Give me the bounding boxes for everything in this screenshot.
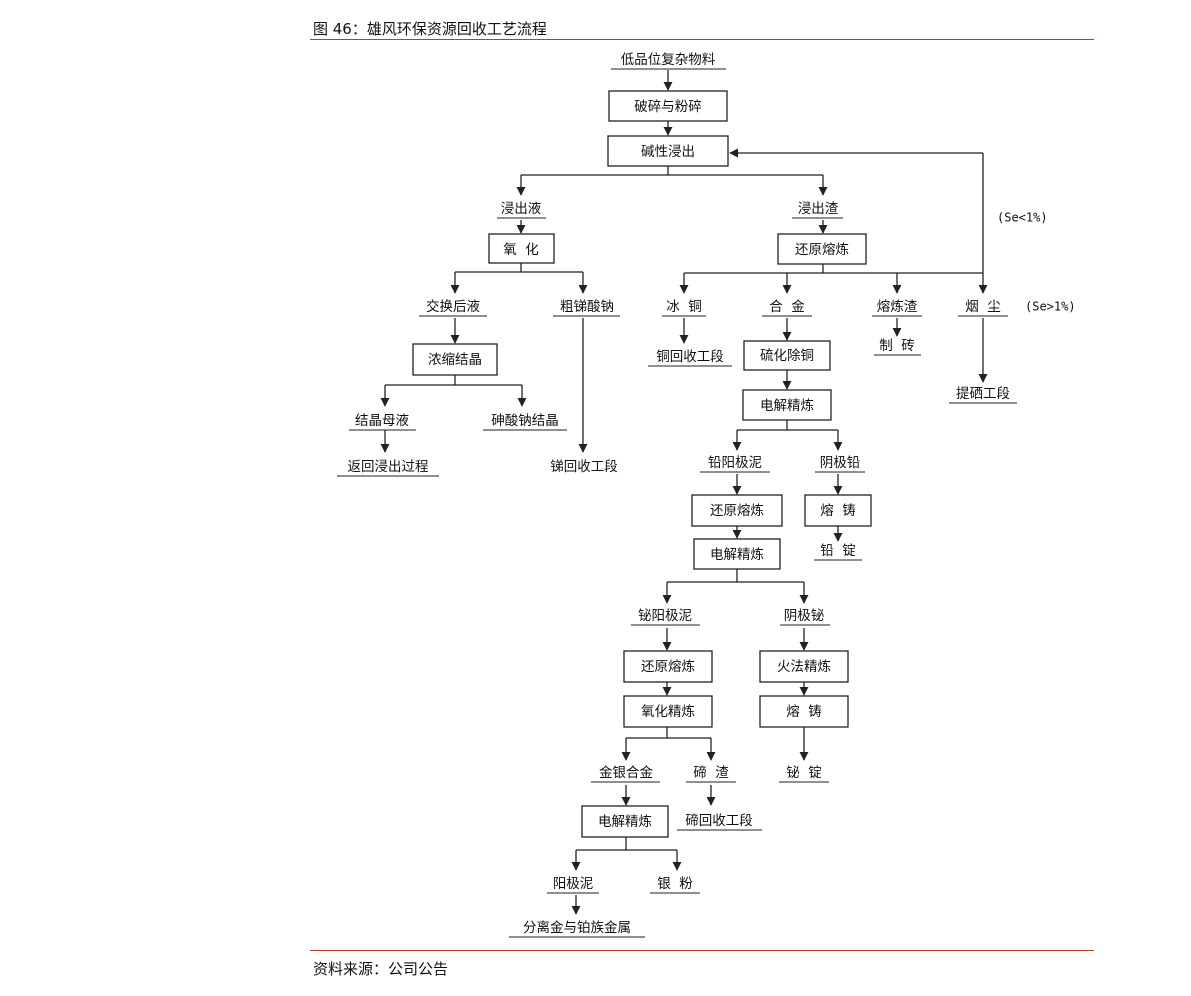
node-exchange-liquor: 交换后液: [426, 298, 480, 315]
top-divider: [310, 39, 1094, 40]
node-tellurium-slag: 碲 渣: [693, 764, 729, 781]
node-crush: 破碎与粉碎: [634, 99, 702, 115]
node-bismuth-anode-slime: 铋阳极泥: [638, 608, 692, 624]
annotation-se-high: (Se>1%): [1025, 300, 1076, 314]
node-concentrate-crystallize: 浓缩结晶: [428, 352, 482, 368]
node-slag: 熔炼渣: [877, 299, 918, 315]
box-melt-cast-2: [759, 695, 849, 728]
box-fire-refine: [759, 650, 849, 683]
box-electrorefine-2: [693, 538, 781, 570]
node-return-leach: 返回浸出过程: [348, 459, 429, 475]
node-brick: 制 砖: [879, 338, 915, 354]
node-fire-refine: 火法精炼: [777, 659, 831, 675]
node-copper-recovery: 铜回收工段: [656, 349, 724, 365]
node-reduction-smelt-3: 还原熔炼: [641, 659, 695, 675]
material-labels: 低品位复杂物料 浸出液 浸出渣 交换后液 粗锑酸钠 冰 铜 合 金 熔炼渣 烟 …: [337, 51, 1017, 938]
box-alkaline-leach: [607, 135, 729, 167]
node-lead-ingot: 铅 锭: [820, 543, 856, 559]
bottom-divider: [310, 950, 1094, 951]
node-alkaline-leach: 碱性浸出: [641, 144, 695, 160]
box-oxidation: [488, 233, 555, 264]
node-matte: 冰 铜: [666, 299, 702, 315]
node-dust: 烟 尘: [965, 299, 1001, 315]
node-feed: 低品位复杂物料: [621, 51, 716, 68]
box-electrorefine-1: [742, 389, 832, 421]
source-note: 资料来源：公司公告: [313, 960, 449, 978]
node-selenium-extract: 提硒工段: [956, 386, 1010, 402]
node-tellurium-recovery: 碲回收工段: [685, 812, 753, 829]
box-reduction-smelt-3: [623, 650, 713, 683]
node-alloy: 合 金: [769, 299, 805, 315]
node-reduction-smelt-1: 还原熔炼: [795, 242, 849, 258]
node-cathode-bismuth: 阴极铋: [784, 608, 825, 624]
box-oxidation-refine: [623, 695, 713, 728]
box-concentrate-crystallize: [412, 343, 498, 376]
node-melt-cast-1: 熔 铸: [820, 503, 856, 519]
node-electrorefine-1: 电解精炼: [760, 398, 814, 414]
node-leach-liquor: 浸出液: [501, 201, 542, 217]
node-oxidation-refine: 氧化精炼: [641, 704, 695, 720]
node-mother-liquor: 结晶母液: [355, 413, 409, 429]
node-antimony-recovery: 锑回收工段: [550, 459, 618, 475]
node-silver-powder: 银 粉: [657, 876, 693, 892]
node-cathode-lead: 阴极铅: [820, 455, 861, 471]
node-gold-pgm: 分离金与铂族金属: [523, 919, 631, 936]
node-sulfide-decopper: 硫化除铜: [760, 348, 814, 364]
box-electrorefine-3: [581, 805, 669, 838]
box-reduction-smelt-1: [777, 233, 867, 265]
box-reduction-smelt-2: [691, 494, 783, 527]
node-oxidation: 氧 化: [503, 242, 539, 258]
box-sulfide-decopper: [743, 340, 831, 371]
node-sodium-arsenate-crystal: 砷酸钠结晶: [491, 413, 559, 429]
node-gold-silver-alloy: 金银合金: [599, 765, 653, 781]
flow-connectors: [380, 70, 988, 915]
figure-title: 图 46：雄风环保资源回收工艺流程: [313, 20, 547, 38]
annotation-se-low: (Se<1%): [997, 211, 1048, 225]
box-melt-cast-1: [804, 494, 872, 527]
node-melt-cast-2: 熔 铸: [786, 704, 822, 720]
node-anode-slime: 阳极泥: [553, 876, 594, 892]
node-bismuth-ingot: 铋 锭: [786, 765, 822, 781]
node-electrorefine-3: 电解精炼: [598, 814, 652, 830]
node-crude-sodium-antimonate: 粗锑酸钠: [560, 299, 614, 315]
box-crush: [608, 90, 728, 122]
node-reduction-smelt-2: 还原熔炼: [710, 503, 764, 519]
node-leach-residue: 浸出渣: [798, 201, 839, 217]
node-lead-anode-slime: 铅阳极泥: [708, 455, 762, 471]
node-electrorefine-2: 电解精炼: [710, 547, 764, 563]
process-boxes: 破碎与粉碎 碱性浸出 氧 化 还原熔炼 浓缩结晶 硫化除铜 电解精炼 还原熔炼 …: [412, 90, 872, 838]
